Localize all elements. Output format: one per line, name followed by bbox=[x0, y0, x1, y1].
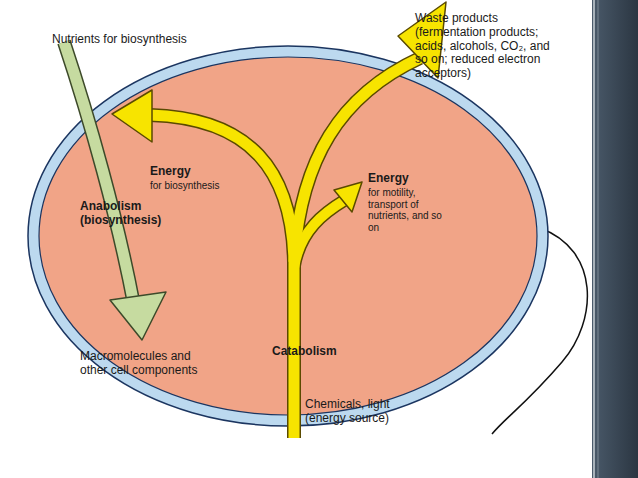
product-label: Macromolecules and other cell components bbox=[80, 350, 220, 378]
output-label: Waste products (fermentation products; a… bbox=[415, 12, 565, 81]
input-label: Chemicals, light (energy source) bbox=[305, 398, 417, 426]
process-label: Anabolism (biosynthesis) bbox=[80, 200, 180, 228]
energy-note: for motility, transport of nutrients, an… bbox=[368, 187, 442, 233]
energy-heading: Energy bbox=[150, 165, 230, 179]
side-strip bbox=[592, 0, 638, 478]
process-label: Catabolism bbox=[272, 345, 372, 359]
strip-edge bbox=[598, 0, 599, 478]
input-label: Nutrients for biosynthesis bbox=[52, 33, 252, 47]
energy-heading: Energy bbox=[368, 172, 448, 186]
strip-edge bbox=[593, 0, 595, 478]
energy-note: for biosynthesis bbox=[150, 180, 260, 192]
